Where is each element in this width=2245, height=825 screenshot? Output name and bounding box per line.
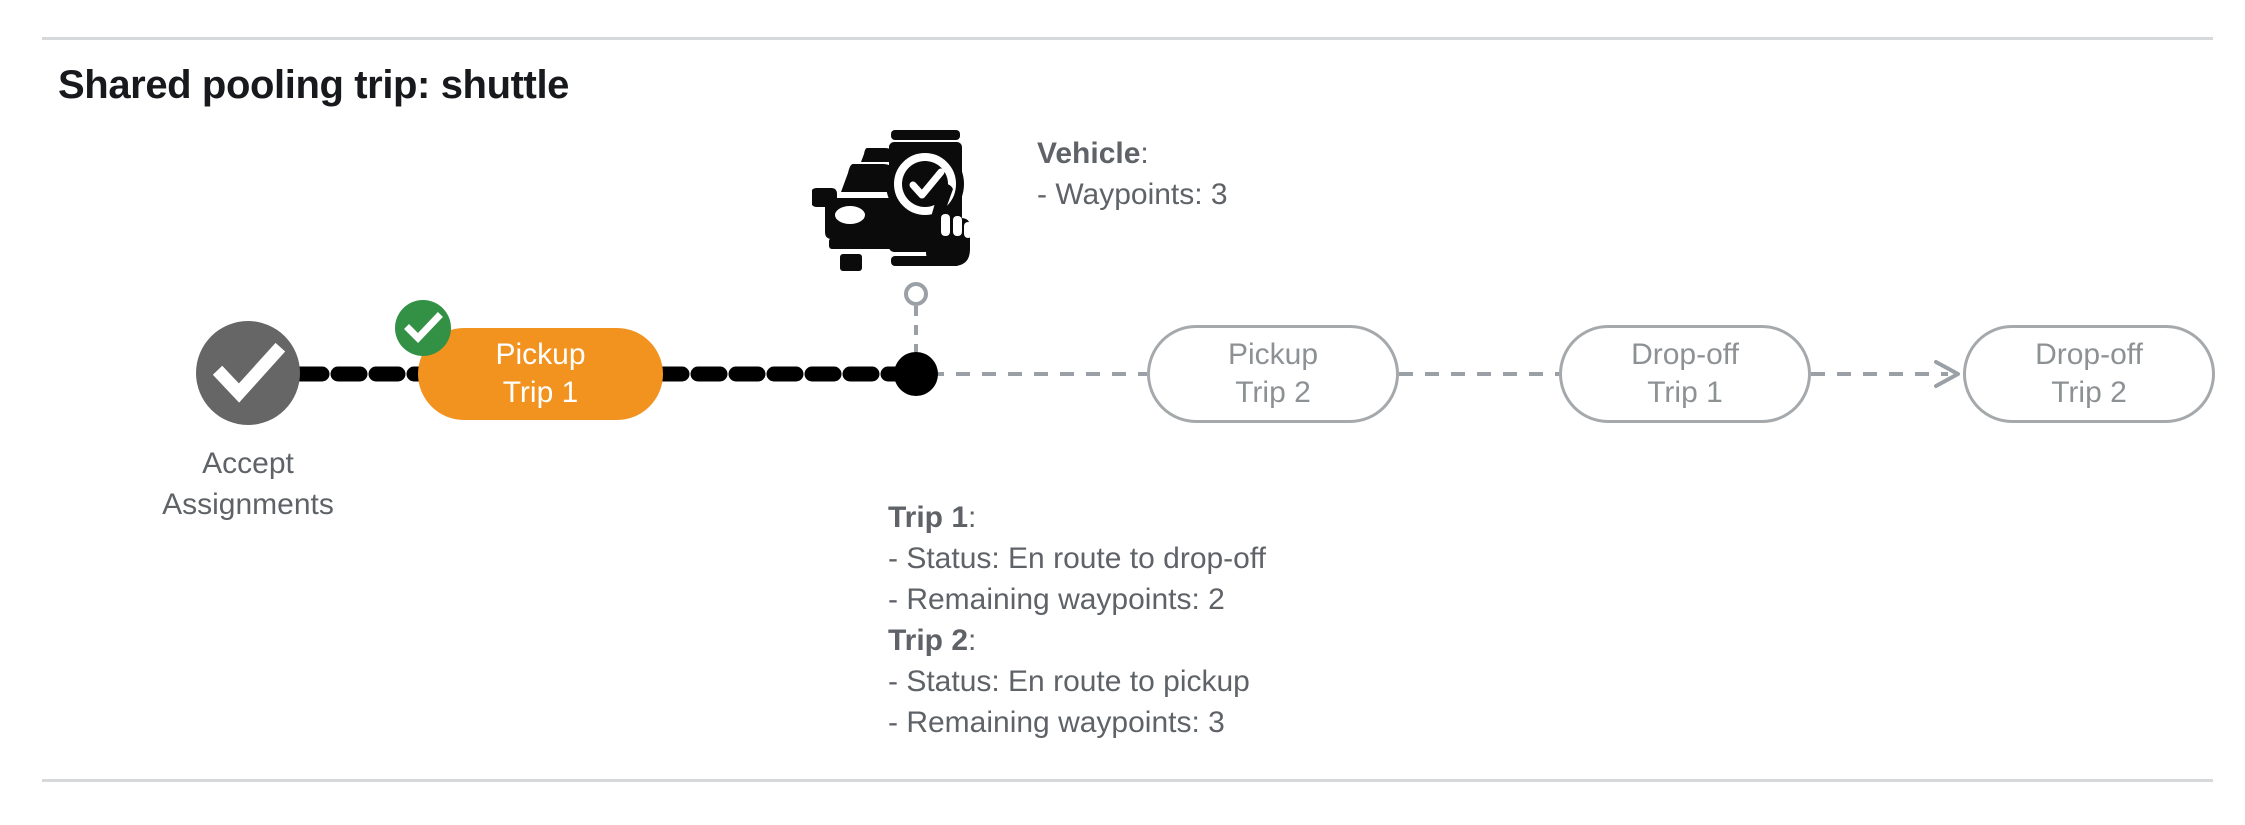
page-title: Shared pooling trip: shuttle [58,63,570,107]
step-pill-dropoff-trip-1-line2: Trip 1 [1647,376,1723,409]
check-badge-icon [404,312,443,344]
vehicle-info-heading-colon: : [1140,137,1149,170]
step-pill-dropoff-trip-1-line1: Drop-off [1631,338,1739,371]
trip2-heading-text: Trip 2 [888,624,969,657]
connector-arrowhead-icon [1934,360,1960,388]
completed-check-badge [395,300,451,356]
top-divider [42,37,2213,40]
trip1-heading-colon: : [968,501,977,534]
step-pill-pickup-trip-2[interactable]: Pickup Trip 2 [1147,325,1399,423]
trip2-remaining-waypoints: - Remaining waypoints: 3 [888,706,1225,739]
step-pill-pickup-trip-1[interactable]: Pickup Trip 1 [418,328,663,420]
step-pill-dropoff-trip-1[interactable]: Drop-off Trip 1 [1559,325,1811,423]
trip2-heading: Trip 2: [888,620,1266,661]
trip2-heading-colon: : [968,624,977,657]
trip1-heading: Trip 1: [888,497,1266,538]
check-circle-icon [212,342,286,403]
trips-info-block: Trip 1: - Status: En route to drop-off -… [888,497,1266,743]
accept-assignments-node[interactable] [196,321,300,425]
bottom-divider [42,779,2213,782]
step-pill-pickup-trip-1-line2: Trip 1 [502,376,579,409]
trip1-remaining-waypoints: - Remaining waypoints: 2 [888,583,1225,616]
vehicle-info-block: Vehicle: - Waypoints: 3 [1037,133,1228,215]
accept-label-line1: Accept [202,447,294,480]
accept-label-line2: Assignments [162,488,334,521]
step-pill-pickup-trip-2-line1: Pickup [1227,338,1319,371]
vehicle-info-heading-text: Vehicle [1037,137,1141,170]
vehicle-position-dot [894,352,938,396]
vehicle-info-heading: Vehicle: [1037,133,1228,174]
vehicle-marker-ring-icon [904,282,928,306]
vehicle-app-check-icon [811,122,972,274]
step-pill-dropoff-trip-2-line1: Drop-off [2035,338,2143,371]
trip1-heading-text: Trip 1 [888,501,969,534]
step-pill-pickup-trip-2-line2: Trip 2 [1235,376,1311,409]
step-pill-dropoff-trip-2[interactable]: Drop-off Trip 2 [1963,325,2215,423]
trip2-status: - Status: En route to pickup [888,665,1250,698]
step-pill-dropoff-trip-2-line2: Trip 2 [2051,376,2127,409]
accept-assignments-label: Accept Assignments [148,443,348,525]
trip1-status: - Status: En route to drop-off [888,542,1266,575]
step-pill-pickup-trip-1-line1: Pickup [495,338,586,371]
vehicle-info-waypoints: - Waypoints: 3 [1037,178,1228,211]
